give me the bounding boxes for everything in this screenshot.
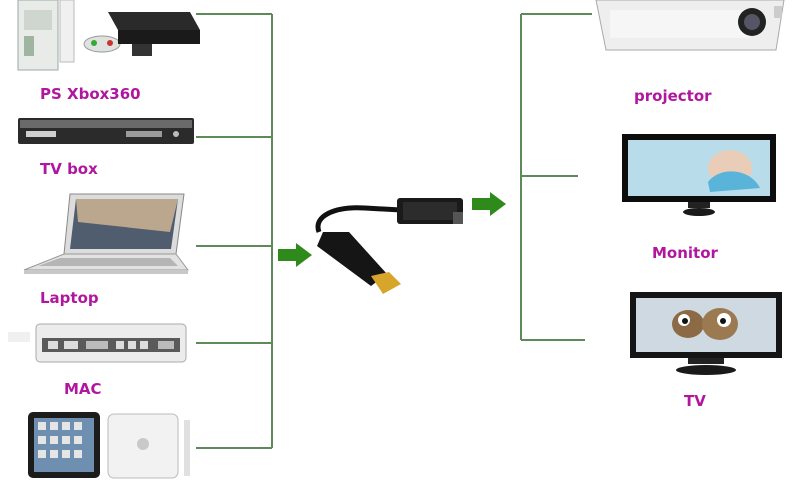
target-label-monitor: Monitor: [652, 244, 718, 262]
set-top-box-icon: [18, 118, 194, 144]
laptop-icon: [23, 193, 189, 274]
target-label-tv: TV: [684, 392, 706, 410]
tablet-icon: [28, 412, 190, 479]
mac-mini-icon: [8, 323, 187, 363]
tv-icon: [630, 292, 782, 375]
source-label-tvbox: TV box: [40, 160, 98, 178]
monitor-icon: [622, 134, 776, 216]
source-label-laptop: Laptop: [40, 289, 99, 307]
projector-icon: [595, 0, 785, 51]
game-console-icon: [17, 0, 200, 71]
source-label-mac: MAC: [64, 380, 102, 398]
target-label-projector: projector: [634, 87, 712, 105]
hdmi-to-vga-adapter-icon: [315, 198, 463, 294]
arrow-icon: [278, 192, 506, 267]
source-label-console: PS Xbox360: [40, 85, 141, 103]
